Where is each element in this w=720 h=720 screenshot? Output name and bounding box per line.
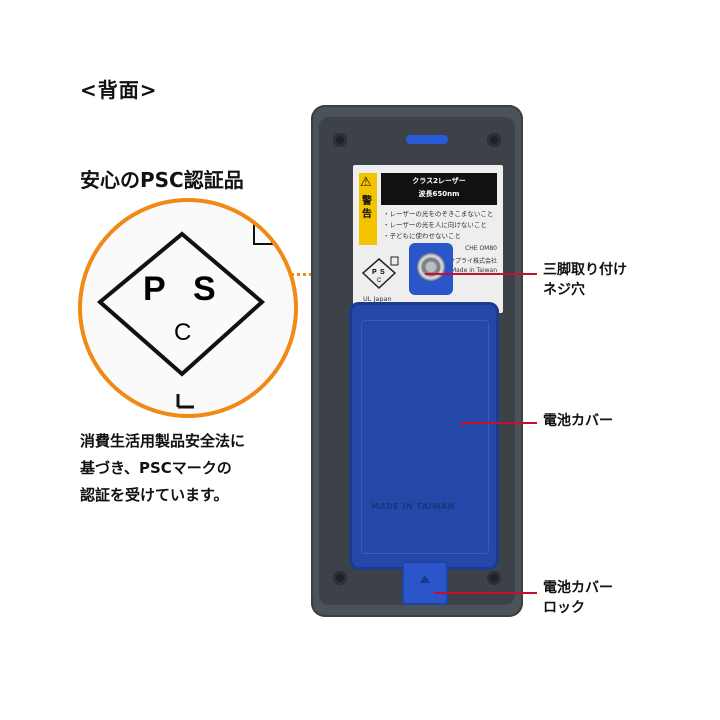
section-title: <背面>	[80, 78, 158, 102]
mini-psc-s: S	[380, 269, 385, 276]
callout-line: 電池カバー	[543, 580, 613, 596]
mini-psc-c: C	[377, 278, 382, 284]
tripod-callout-line	[425, 273, 537, 275]
mini-psc-p: P	[372, 269, 377, 276]
screw-icon	[333, 571, 347, 585]
device-inner-frame: ⚠ 警告 クラス2レーザー 波長650nm ・レーザーの光をのぞきこまないこと …	[319, 117, 515, 605]
warning-item: ・レーザーの光をのぞきこまないこと	[383, 210, 494, 218]
lock-arrow-icon	[420, 575, 430, 583]
screw-icon	[333, 133, 347, 147]
callout-line: ネジ穴	[543, 282, 585, 298]
psc-description: 消費生活用製品安全法に 基づき、PSCマークの 認証を受けています。	[80, 428, 310, 509]
maker-info: サンワサプライ株式会社 Made in Taiwan	[431, 257, 497, 275]
mini-psc-mark-icon: P S C	[361, 256, 399, 290]
battery-cover-callout: 電池カバー	[543, 413, 613, 429]
laser-class-box: クラス2レーザー 波長650nm	[381, 173, 497, 205]
battery-lock-callout: 電池カバー ロック	[543, 578, 613, 618]
callout-line: ロック	[543, 600, 585, 616]
description-line: 認証を受けています。	[80, 486, 229, 504]
screw-icon	[487, 571, 501, 585]
maker-name: サンワサプライ株式会社	[430, 258, 497, 265]
psc-heading: 安心のPSC認証品	[80, 168, 244, 192]
psc-letter-s: S	[193, 270, 216, 308]
psc-letter-p: P	[143, 270, 166, 308]
warning-item: ・レーザーの光を人に向けないこと	[383, 221, 487, 229]
tripod-callout: 三脚取り付け ネジ穴	[543, 260, 627, 300]
cover-callout-line	[460, 422, 537, 424]
screw-icon	[487, 133, 501, 147]
warning-strip: ⚠ 警告	[359, 173, 377, 245]
psc-mark-icon: P S C	[96, 212, 284, 409]
top-button	[406, 135, 448, 144]
battery-cover-lock[interactable]	[402, 561, 448, 605]
device-back: ⚠ 警告 クラス2レーザー 波長650nm ・レーザーの光をのぞきこまないこと …	[311, 105, 523, 617]
psc-letter-c: C	[174, 319, 191, 346]
battery-cover[interactable]: MADE IN TAIWAN	[349, 302, 499, 570]
description-line: 基づき、PSCマークの	[80, 459, 232, 477]
warning-items: ・レーザーの光をのぞきこまないこと ・レーザーの光を人に向けないこと ・子どもに…	[383, 209, 493, 242]
battery-cover-panel	[361, 320, 489, 554]
cover-engraving: MADE IN TAIWAN	[371, 502, 455, 511]
warning-triangle-icon: ⚠	[360, 175, 372, 190]
warning-item: ・子どもに使わせないこと	[383, 232, 461, 240]
description-line: 消費生活用製品安全法に	[80, 432, 246, 450]
tripod-mount	[409, 243, 453, 295]
laser-wavelength: 波長650nm	[418, 190, 460, 198]
laser-class: クラス2レーザー	[412, 177, 466, 185]
ul-japan: UL Japan	[363, 295, 392, 303]
model-number: CHE OM80	[465, 245, 497, 252]
tripod-screw-hole-icon	[417, 253, 445, 281]
psc-magnifier: P S C	[78, 198, 298, 418]
callout-line: 三脚取り付け	[543, 262, 627, 278]
lock-callout-line	[434, 592, 537, 594]
warning-text: 警告	[362, 196, 372, 220]
made-in-label: Made in Taiwan	[450, 267, 497, 274]
